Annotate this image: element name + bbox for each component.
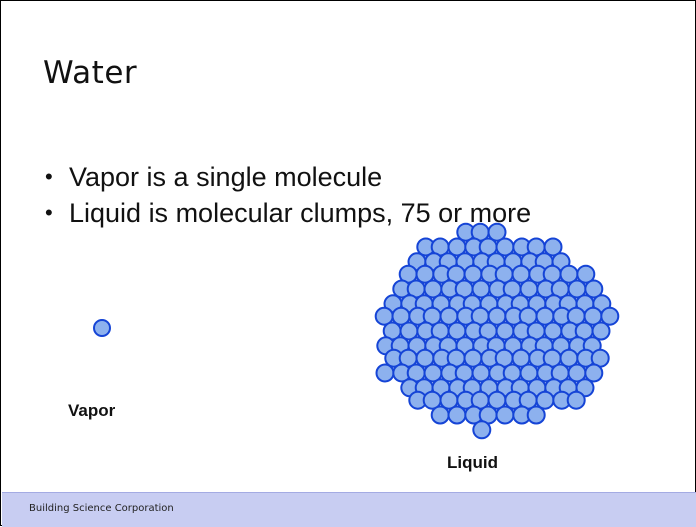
liquid-molecule	[375, 363, 395, 383]
liquid-molecule	[600, 306, 620, 326]
liquid-molecule	[584, 363, 604, 383]
vapor-molecule	[93, 319, 111, 337]
liquid-molecule	[566, 390, 586, 410]
liquid-molecule	[591, 321, 611, 341]
slide-title: Water	[43, 55, 138, 91]
vapor-molecule-group	[93, 319, 111, 337]
bullet-vapor: Vapor is a single molecule	[45, 159, 531, 195]
bullet-list: Vapor is a single molecule Liquid is mol…	[45, 159, 531, 231]
liquid-molecule	[472, 420, 492, 440]
liquid-molecule	[495, 405, 515, 425]
vapor-label: Vapor	[68, 401, 116, 420]
liquid-molecule	[543, 237, 563, 257]
liquid-clump	[374, 222, 620, 440]
liquid-molecule	[576, 264, 596, 284]
footer-text: Building Science Corporation	[29, 503, 174, 514]
bullet-liquid: Liquid is molecular clumps, 75 or more	[45, 195, 531, 231]
liquid-molecule	[447, 405, 467, 425]
footer-bar: Building Science Corporation	[2, 492, 696, 527]
liquid-molecule	[584, 279, 604, 299]
liquid-molecule	[526, 405, 546, 425]
liquid-molecule	[430, 405, 450, 425]
liquid-molecule	[487, 222, 507, 242]
liquid-label: Liquid	[447, 453, 498, 472]
